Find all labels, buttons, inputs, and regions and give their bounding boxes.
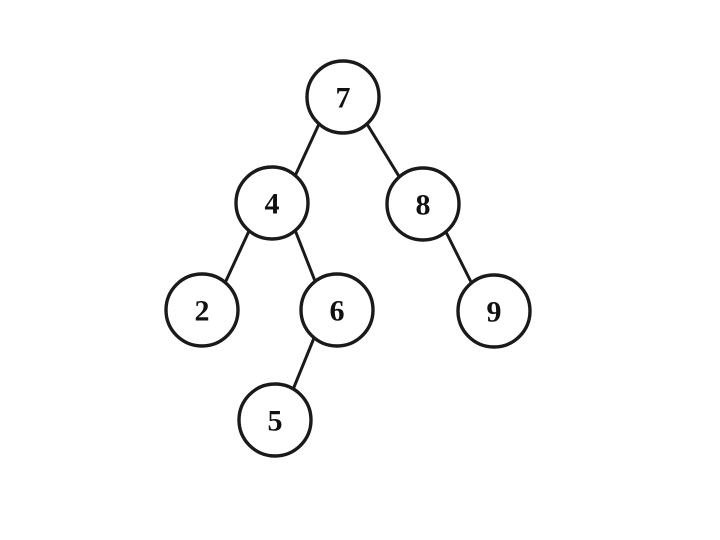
- node-label-5: 5: [268, 405, 283, 438]
- node-circle-6[interactable]: [299, 272, 375, 348]
- tree-node-6[interactable]: 6: [299, 272, 375, 348]
- node-circle-8[interactable]: [385, 166, 461, 242]
- node-circle-7[interactable]: [305, 59, 381, 135]
- node-group: 7 4 8 2 6 9 5: [164, 59, 532, 458]
- edge-7-to-8: [365, 122, 402, 180]
- tree-node-4[interactable]: 4: [234, 165, 310, 241]
- node-label-7: 7: [336, 82, 351, 115]
- node-label-9: 9: [487, 296, 502, 329]
- tree-node-2[interactable]: 2: [164, 272, 240, 348]
- node-label-6: 6: [330, 295, 345, 328]
- edge-6-to-5: [290, 336, 316, 394]
- node-circle-4[interactable]: [234, 165, 310, 241]
- tree-node-5[interactable]: 5: [237, 382, 313, 458]
- node-label-4: 4: [265, 188, 280, 221]
- node-circle-2[interactable]: [164, 272, 240, 348]
- node-label-2: 2: [195, 295, 210, 328]
- node-circle-9[interactable]: [456, 273, 532, 349]
- edge-8-to-9: [444, 230, 474, 286]
- edge-4-to-6: [293, 228, 317, 283]
- edge-7-to-4: [293, 122, 321, 178]
- node-label-8: 8: [416, 189, 431, 222]
- edge-4-to-2: [223, 229, 251, 285]
- edge-group: [223, 122, 474, 394]
- tree-node-9[interactable]: 9: [456, 273, 532, 349]
- tree-node-7[interactable]: 7: [305, 59, 381, 135]
- node-circle-5[interactable]: [237, 382, 313, 458]
- tree-node-8[interactable]: 8: [385, 166, 461, 242]
